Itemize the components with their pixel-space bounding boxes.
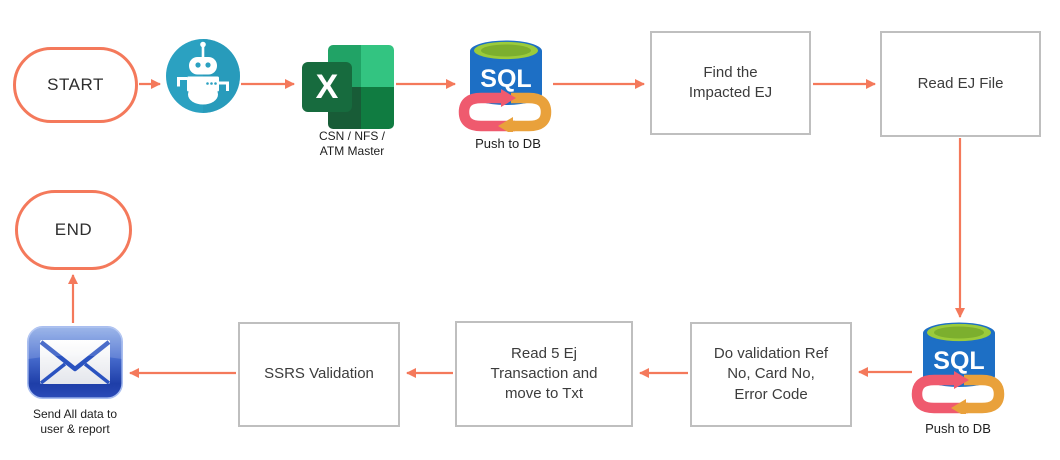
email-icon-svg [27, 326, 123, 399]
start-label: START [47, 75, 104, 94]
robot-icon [165, 38, 241, 114]
process-do-validation-label: Do validation Ref No, Card No, Error Cod… [713, 345, 829, 403]
process-ssrs-validation: SSRS Validation [238, 322, 400, 427]
excel-icon: X [302, 45, 394, 129]
process-read-ej-file-label: Read EJ File [917, 74, 1004, 92]
sql-database-icon-bottom: SQL [908, 318, 1008, 414]
process-read-5-ej-label: Read 5 Ej Transaction and move to Txt [490, 344, 598, 403]
process-find-impacted-ej: Find the Impacted EJ [650, 31, 811, 135]
process-read-ej-file: Read EJ File [880, 31, 1041, 137]
start-node: START [13, 47, 138, 123]
excel-logo-letter: X [316, 68, 339, 106]
email-caption: Send All data to user & report [32, 407, 118, 436]
sql-bottom-caption: Push to DB [925, 421, 991, 436]
sql-logo-text-top: SQL [480, 65, 531, 93]
sql-icon-bottom-svg: SQL [911, 322, 1005, 414]
sql-logo-text-bottom: SQL [933, 347, 984, 375]
sql-icon-top-svg: SQL [458, 40, 552, 132]
sql-top-caption: Push to DB [475, 136, 541, 151]
end-node: END [15, 190, 132, 270]
sql-database-icon-top: SQL [455, 36, 555, 132]
process-do-validation: Do validation Ref No, Card No, Error Cod… [690, 322, 852, 427]
process-ssrs-validation-label: SSRS Validation [264, 365, 374, 383]
process-find-impacted-ej-label: Find the Impacted EJ [688, 63, 773, 101]
excel-icon-svg: X [302, 45, 394, 129]
email-icon [27, 326, 123, 399]
process-read-5-ej: Read 5 Ej Transaction and move to Txt [455, 321, 633, 427]
robot-icon-svg [166, 39, 240, 113]
excel-caption: CSN / NFS / ATM Master [318, 129, 385, 158]
end-label: END [54, 220, 93, 239]
